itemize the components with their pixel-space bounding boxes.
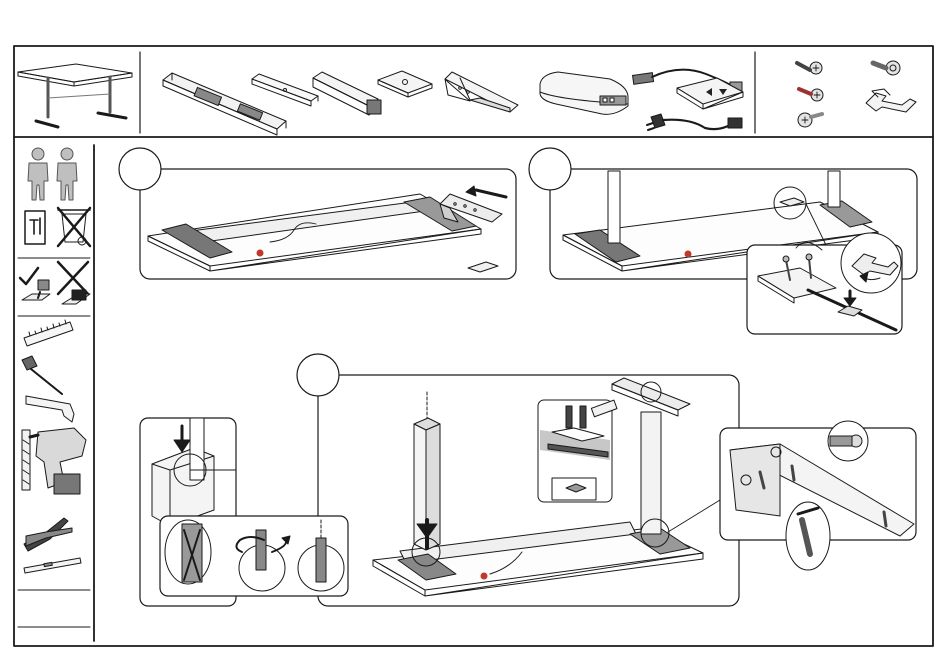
flat-head-screw-icon [798,113,822,127]
ruler-icon [24,320,73,346]
power-drill-icon [30,428,86,494]
toolbox-icon [25,211,45,244]
mounting-plate-part-icon [378,71,432,97]
mounted-leg-column [612,378,690,547]
step-3-panel [297,354,739,606]
drill-bit-icon [22,430,30,490]
step-3-badge [297,354,339,396]
no-trash-icon [58,208,90,246]
step-2-badge [529,148,571,190]
two-persons-icon [28,148,77,200]
hex-key-icon [26,396,74,422]
cable-clip-icon [866,89,916,112]
bolt-detail-callout [538,400,612,502]
spirit-level-icon [24,558,81,573]
desk-product-icon [18,64,132,127]
clean-with-cloth-icon [20,268,50,300]
leg-column-part-icon [313,72,381,115]
screwdriver-icon [22,356,62,394]
step-1-badge [119,148,161,190]
bracket-screw-detail [720,421,916,570]
attach-bracket-to-frame-icon [440,186,506,222]
self-tapping-screw-icon [799,89,823,101]
spare-bracket-icon [468,262,498,272]
beam-part-icon [252,74,318,106]
bracket-part-icon [445,72,518,112]
desk-frame-upside-down [148,194,481,271]
adjust-collar-detail [160,516,348,596]
plug-cable-icon [647,114,742,130]
no-liquid-icon [58,262,90,304]
wood-screw-icon [797,62,822,74]
step-1-panel [119,148,516,279]
pliers-icon [24,518,72,551]
machine-bolt-icon [873,61,900,75]
insert-leg-columns-icon [412,392,440,566]
control-box-part-icon [540,72,628,114]
connector-line [668,500,720,532]
fasten-cable-clip-icon [747,233,902,334]
